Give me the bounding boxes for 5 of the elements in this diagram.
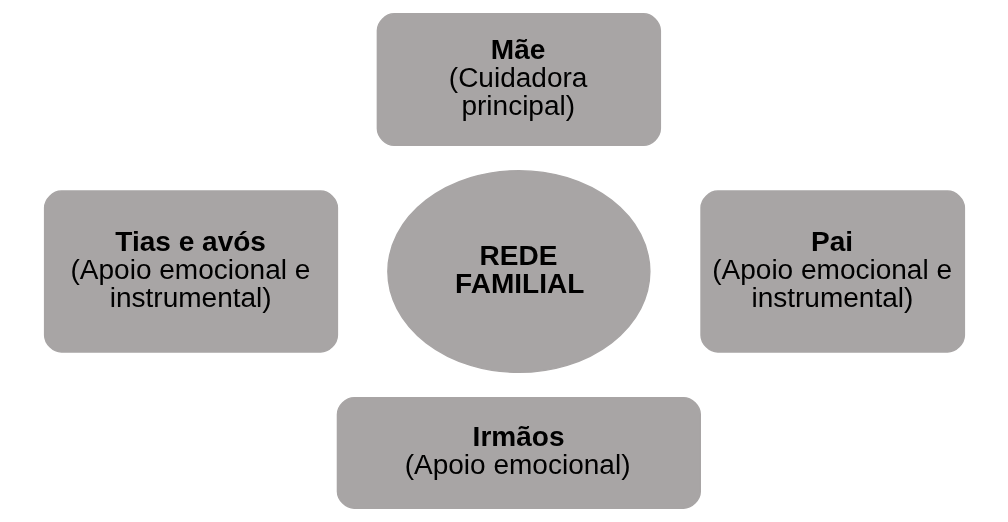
node-box: Mãe (Cuidadora principal): [376, 13, 661, 147]
node-box: Pai (Apoio emocional e instrumental): [699, 190, 965, 353]
node-box: Irmãos (Apoio emocional): [336, 396, 701, 509]
node-ellipse: REDE FAMILIAL: [386, 169, 651, 374]
node-box: Tias e avós (Apoio emocional e instrumental): [43, 190, 338, 353]
